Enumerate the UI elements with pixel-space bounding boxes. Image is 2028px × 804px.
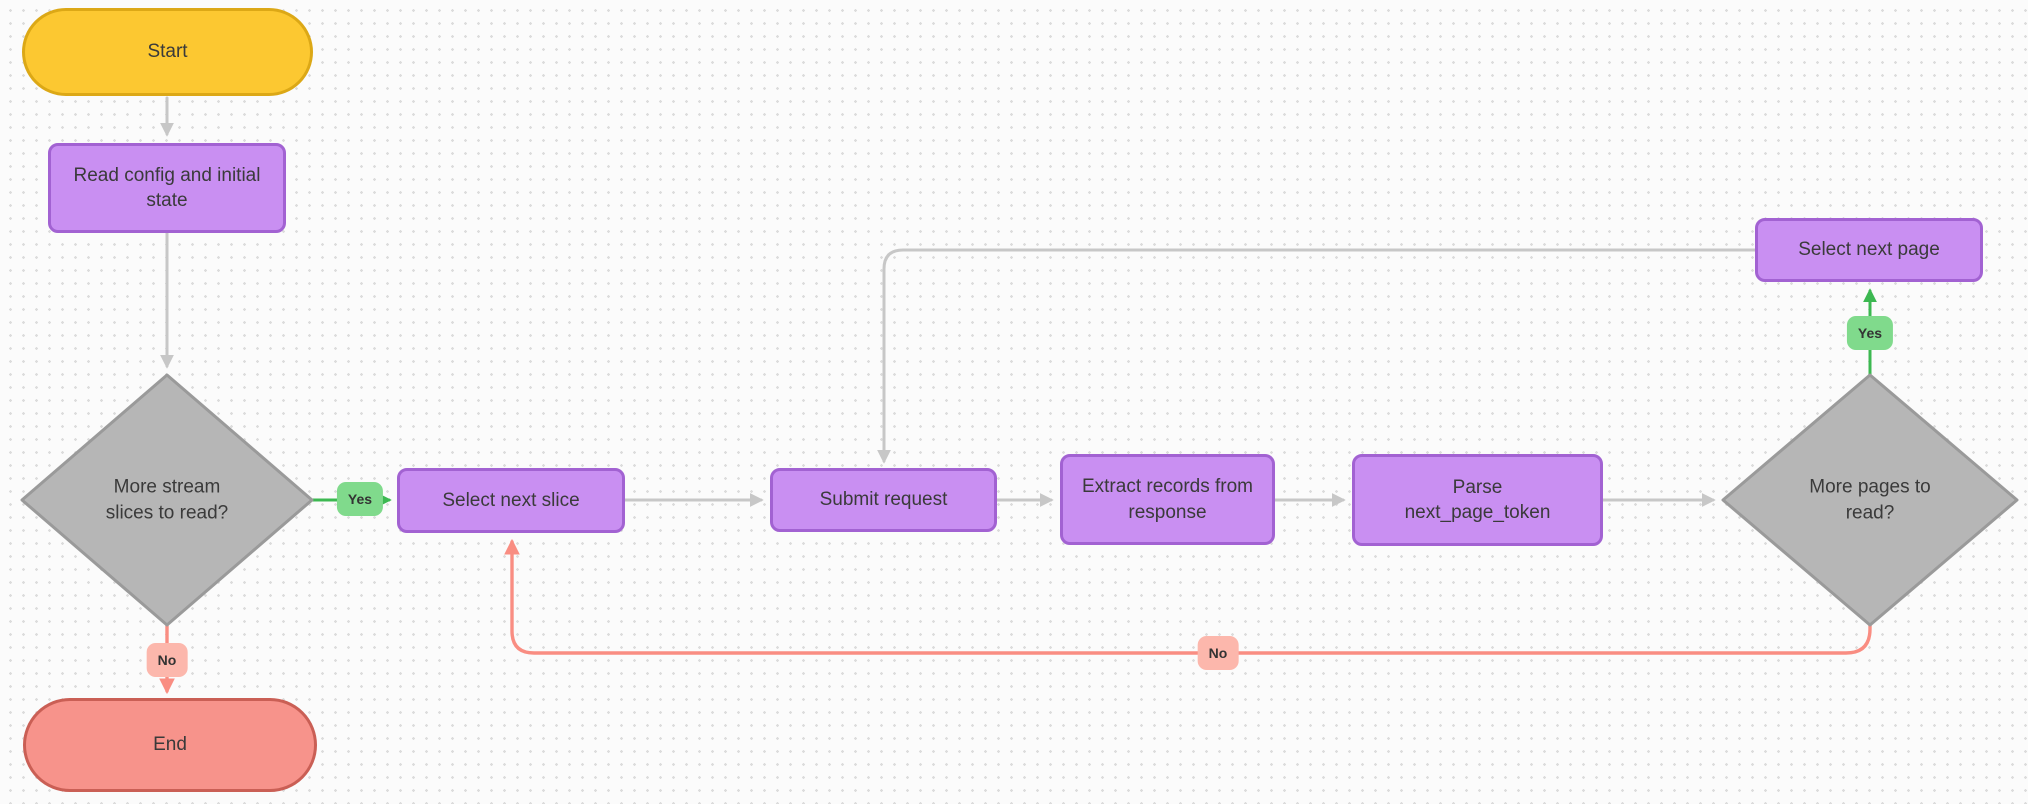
decision-more-stream-slices-label: More stream slices to read? <box>105 476 229 523</box>
node-select-next-slice: Select next slice <box>397 468 625 533</box>
edge-label-more-pages-yes: Yes <box>1846 316 1894 350</box>
decision-more-pages-label: More pages to read? <box>1809 476 1931 523</box>
node-end: End <box>23 698 317 792</box>
node-read-config: Read config and initial state <box>48 143 286 233</box>
decision-more-pages <box>1721 373 2019 627</box>
edge-label-more-slices-no: No <box>146 643 188 677</box>
node-start: Start <box>22 8 313 96</box>
edge-select-page-to-submit-request <box>877 248 1757 464</box>
edge-label-more-slices-yes: Yes <box>336 482 384 516</box>
decision-more-stream-slices <box>20 373 314 627</box>
edge-more-pages-no-to-select-slice <box>504 538 1872 655</box>
node-select-next-page: Select next page <box>1755 218 1983 282</box>
edge-label-more-pages-no: No <box>1197 636 1239 670</box>
node-submit-request: Submit request <box>770 468 997 532</box>
node-extract-records: Extract records from response <box>1060 454 1275 545</box>
node-parse-next-page-token: Parse next_page_token <box>1352 454 1603 546</box>
